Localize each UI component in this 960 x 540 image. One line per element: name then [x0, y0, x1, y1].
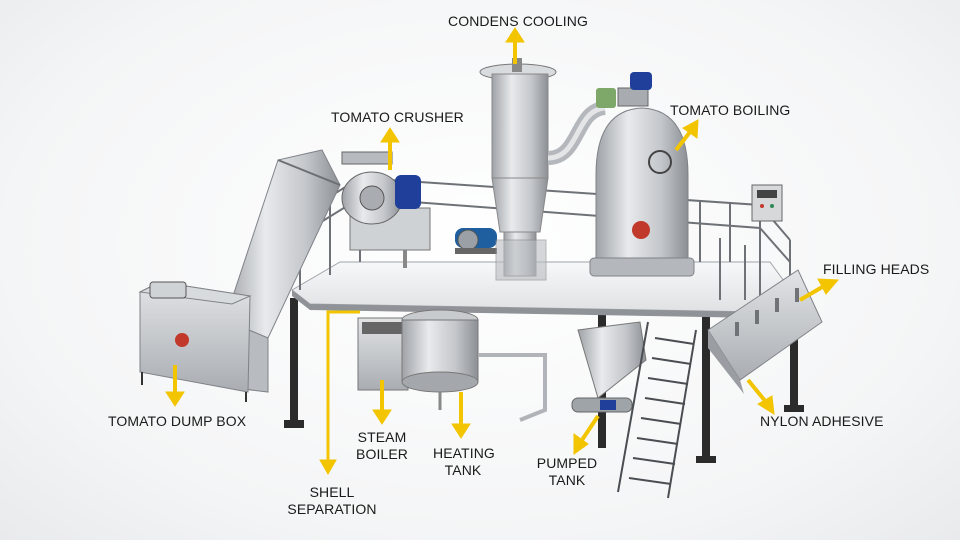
label-condens-cooling: CONDENS COOLING	[448, 13, 588, 29]
arrow-condens-cooling	[505, 27, 525, 64]
label-shell-separation-line1: SHELL	[309, 484, 355, 500]
label-tomato-dump-box: TOMATO DUMP BOX	[108, 413, 247, 429]
steam-boiler-unit	[357, 317, 409, 391]
label-tomato-boiling: TOMATO BOILING	[670, 102, 791, 118]
callout-arrows	[165, 27, 840, 476]
label-pumped-tank-line2: TANK	[548, 472, 586, 488]
arrow-shell-separation	[319, 310, 360, 476]
label-shell-separation: SHELL SEPARATION	[287, 484, 377, 518]
label-tomato-crusher: TOMATO CRUSHER	[331, 109, 464, 125]
condenser-column	[479, 58, 557, 281]
arrow-tomato-dump-box	[165, 365, 185, 407]
arrow-nylon-adhesive	[746, 378, 775, 415]
control-panel	[751, 184, 783, 222]
label-heating-tank: HEATING TANK	[433, 445, 495, 479]
vapor-pipe	[547, 101, 607, 165]
tomato-crusher	[341, 151, 431, 268]
pumped-tank-unit	[571, 321, 647, 413]
label-heating-tank-line2: TANK	[444, 462, 482, 478]
arrow-heating-tank	[451, 392, 471, 439]
label-filling-heads: FILLING HEADS	[823, 261, 930, 277]
label-shell-separation-line2: SEPARATION	[287, 501, 377, 517]
dump-box	[138, 281, 252, 402]
deck-pump	[455, 228, 497, 254]
label-nylon-adhesive: NYLON ADHESIVE	[760, 413, 884, 429]
label-steam-boiler: STEAM BOILER	[355, 429, 409, 463]
arrow-tomato-boiling	[674, 119, 699, 152]
boiling-vessel	[589, 72, 695, 277]
stairs	[617, 321, 697, 499]
label-heating-tank-line1: HEATING	[433, 445, 495, 461]
arrow-filling-heads	[798, 278, 840, 302]
label-pumped-tank: PUMPED TANK	[536, 455, 598, 489]
label-steam-boiler-line1: STEAM	[357, 429, 407, 445]
label-pumped-tank-line1: PUMPED	[536, 455, 598, 471]
label-steam-boiler-line2: BOILER	[356, 446, 408, 462]
arrow-tomato-crusher	[380, 127, 400, 170]
arrow-steam-boiler	[372, 380, 392, 425]
arrow-pumped-tank	[573, 414, 600, 455]
heating-tank-unit	[401, 309, 547, 422]
filling-station	[707, 269, 823, 394]
